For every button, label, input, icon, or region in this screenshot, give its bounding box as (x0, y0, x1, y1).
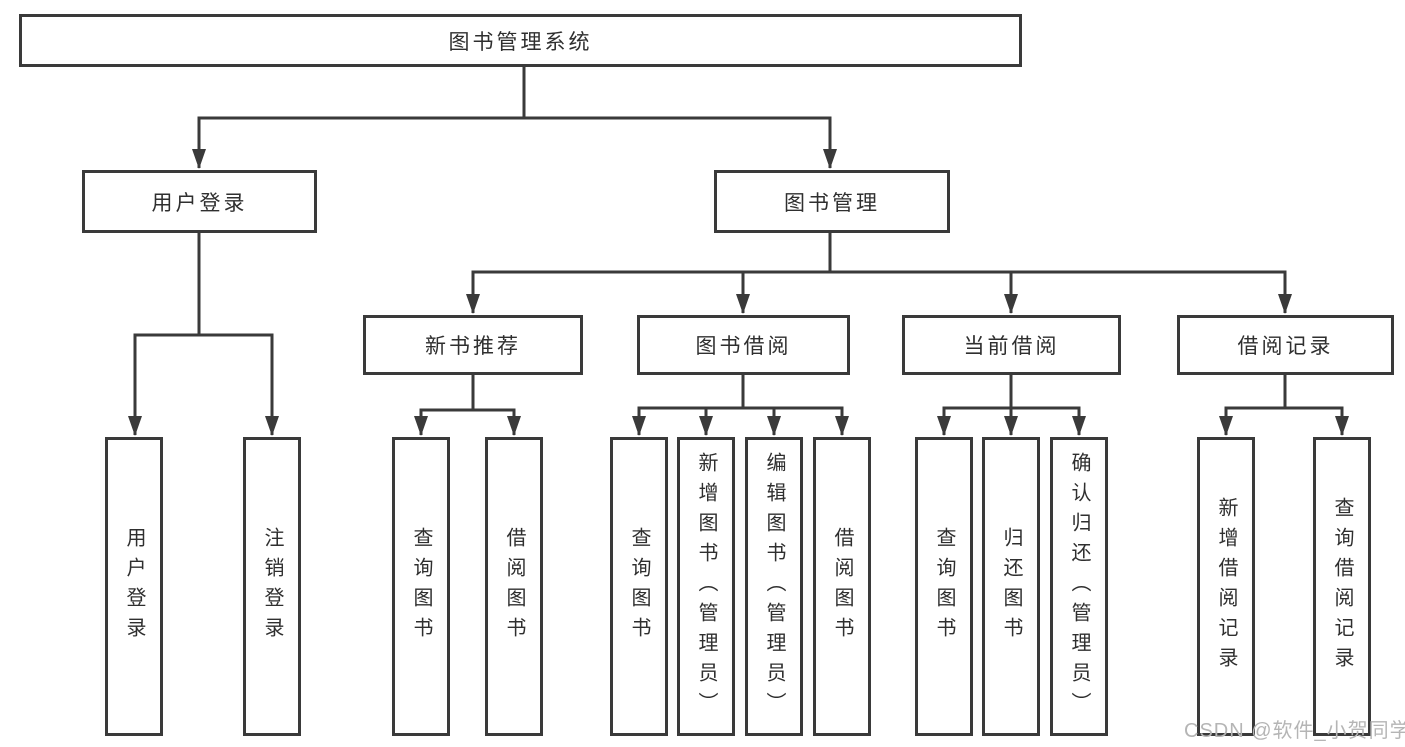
leaf-add-book-admin: 新增图书（管理员） (677, 437, 735, 736)
leaf-borrow-books-newbook-label: 借阅图书 (503, 526, 525, 647)
leaf-return-book-label: 归还图书 (1000, 526, 1022, 647)
leaf-query-books-current: 查询图书 (915, 437, 973, 736)
leaf-confirm-return-admin: 确认归还（管理员） (1050, 437, 1108, 736)
node-new-book-recommend-label: 新书推荐 (425, 335, 521, 358)
node-current-borrow: 当前借阅 (902, 315, 1121, 375)
leaf-user-login-label: 用户登录 (123, 526, 145, 647)
csdn-watermark: CSDN @软件_小贺同学 (1184, 720, 1405, 742)
node-borrow-records-label: 借阅记录 (1237, 335, 1334, 358)
leaf-add-borrow-record-label: 新增借阅记录 (1215, 496, 1237, 677)
leaf-edit-book-admin-label: 编辑图书（管理员） (763, 451, 785, 722)
leaf-query-borrow-record-label: 查询借阅记录 (1331, 496, 1353, 677)
node-book-manage-label: 图书管理 (784, 191, 880, 215)
node-user-login-label: 用户登录 (151, 191, 248, 215)
leaf-logout-label: 注销登录 (261, 526, 283, 647)
node-root: 图书管理系统 (19, 14, 1022, 67)
leaf-add-borrow-record: 新增借阅记录 (1197, 437, 1255, 736)
node-current-borrow-label: 当前借阅 (963, 335, 1060, 358)
leaf-user-login: 用户登录 (105, 437, 163, 736)
node-book-borrow-label: 图书借阅 (695, 335, 792, 358)
node-user-login: 用户登录 (82, 170, 317, 233)
leaf-query-books-newbook-label: 查询图书 (410, 526, 432, 647)
leaf-borrow-books-borrow: 借阅图书 (813, 437, 871, 736)
leaf-borrow-books-newbook: 借阅图书 (485, 437, 543, 736)
leaf-query-books-borrow: 查询图书 (610, 437, 668, 736)
leaf-return-book: 归还图书 (982, 437, 1040, 736)
node-root-label: 图书管理系统 (448, 30, 593, 54)
node-borrow-records: 借阅记录 (1177, 315, 1394, 375)
node-book-manage: 图书管理 (714, 170, 950, 233)
leaf-edit-book-admin: 编辑图书（管理员） (745, 437, 803, 736)
leaf-borrow-books-borrow-label: 借阅图书 (831, 526, 853, 647)
leaf-query-books-current-label: 查询图书 (933, 526, 955, 647)
leaf-query-books-newbook: 查询图书 (392, 437, 450, 736)
leaf-add-book-admin-label: 新增图书（管理员） (695, 451, 717, 722)
leaf-confirm-return-admin-label: 确认归还（管理员） (1068, 451, 1090, 722)
node-book-borrow: 图书借阅 (637, 315, 850, 375)
leaf-query-books-borrow-label: 查询图书 (628, 526, 650, 647)
leaf-query-borrow-record: 查询借阅记录 (1313, 437, 1371, 736)
leaf-logout: 注销登录 (243, 437, 301, 736)
node-new-book-recommend: 新书推荐 (363, 315, 583, 375)
